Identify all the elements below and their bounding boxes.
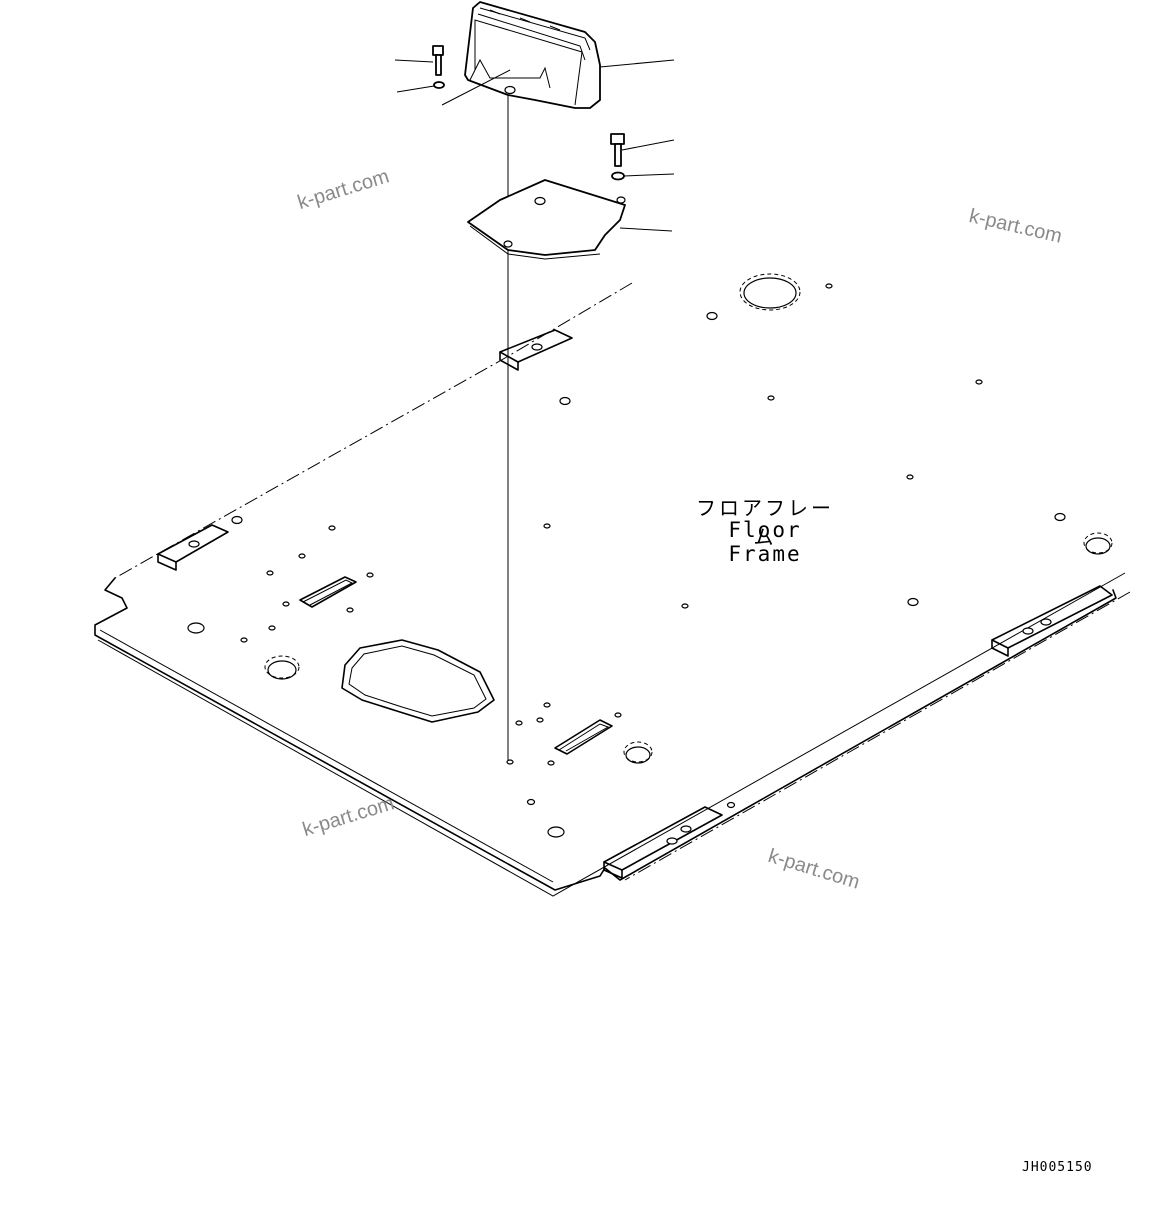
bracket-plate-icon xyxy=(467,179,673,260)
washer-icon xyxy=(396,69,511,106)
washer-icon xyxy=(611,171,675,181)
bolt-icon xyxy=(610,133,675,167)
part-label-english: Floor Frame xyxy=(728,518,802,566)
bolt-icon xyxy=(394,45,444,76)
part-label-japanese: フロアフレーム xyxy=(696,496,834,549)
drawing-code: JH005150 xyxy=(1022,1160,1093,1175)
floor-frame xyxy=(94,273,1131,897)
step-cover-icon xyxy=(464,1,675,109)
